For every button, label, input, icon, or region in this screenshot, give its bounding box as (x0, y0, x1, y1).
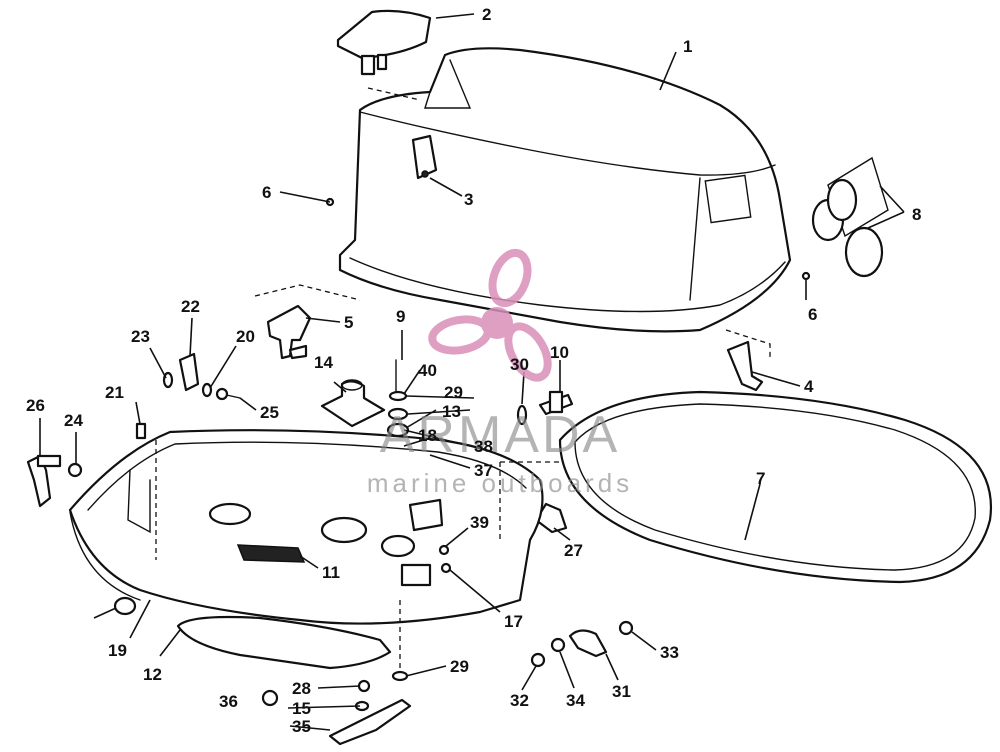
washer-24 (67, 462, 83, 478)
label-4: 4 (804, 377, 814, 396)
grommet (320, 379, 386, 428)
plug-36 (261, 689, 279, 707)
label-10: 10 (550, 343, 569, 362)
label-37: 37 (474, 461, 493, 480)
decal-set (811, 156, 889, 278)
label-2: 2 (482, 5, 491, 24)
screw-28 (357, 679, 371, 693)
armada-watermark: ARMADA marine outboards (367, 248, 633, 498)
label-7: 7 (756, 469, 765, 488)
leader-lines (39, 13, 905, 731)
label-34: 34 (566, 691, 585, 710)
label-6a: 6 (262, 183, 271, 202)
label-32: 32 (510, 691, 529, 710)
label-3: 3 (464, 190, 473, 209)
top-cap (336, 9, 432, 101)
label-9: 9 (396, 307, 405, 326)
label-12: 12 (143, 665, 162, 684)
callout-numbers: 1 2 3 4 5 6 6 7 8 9 10 11 12 13 14 15 17… (26, 5, 921, 736)
label-23: 23 (131, 327, 150, 346)
latch-lever (538, 390, 574, 416)
screw-6b (801, 271, 811, 281)
propeller-logo (428, 248, 552, 382)
label-30: 30 (510, 355, 529, 374)
label-24: 24 (64, 411, 83, 430)
label-5: 5 (344, 313, 353, 332)
latch-bracket (254, 284, 361, 360)
watermark-brand: ARMADA (380, 406, 620, 464)
label-29b: 29 (450, 657, 469, 676)
label-40: 40 (418, 361, 437, 380)
screw-34 (550, 637, 566, 653)
label-1: 1 (683, 37, 692, 56)
latch-31 (568, 629, 608, 658)
label-27: 27 (564, 541, 583, 560)
label-31: 31 (612, 682, 631, 701)
label-11: 11 (322, 563, 340, 582)
screw-39 (438, 544, 450, 556)
bottom-seal-plate (176, 615, 392, 670)
label-13: 13 (442, 402, 461, 421)
label-39: 39 (470, 513, 489, 532)
label-8: 8 (912, 205, 921, 224)
screw-21 (135, 422, 147, 440)
screw-33 (618, 620, 634, 636)
label-26: 26 (26, 396, 45, 415)
label-15: 15 (292, 699, 311, 718)
nut-32 (530, 652, 546, 668)
label-25: 25 (260, 403, 279, 422)
label-28: 28 (292, 679, 311, 698)
label-36: 36 (219, 692, 238, 711)
hook-22 (178, 352, 200, 392)
cover-seal (558, 390, 993, 584)
clip (534, 502, 568, 534)
label-18: 18 (418, 426, 437, 445)
washer-20 (201, 382, 213, 398)
top-engine-cover (338, 47, 792, 333)
bracket-35 (328, 698, 412, 746)
label-14: 14 (314, 353, 333, 372)
label-20: 20 (236, 327, 255, 346)
screw-17 (440, 562, 452, 574)
washer-29b (391, 670, 409, 682)
label-19: 19 (108, 641, 127, 660)
label-21: 21 (105, 383, 124, 402)
label-38: 38 (474, 437, 493, 456)
grommet-16 (113, 596, 137, 616)
label-33: 33 (660, 643, 679, 662)
label-6b: 6 (808, 305, 817, 324)
label-35: 35 (292, 717, 311, 736)
label-22: 22 (181, 297, 200, 316)
watermark-tagline: marine outboards (367, 468, 633, 498)
label-29a: 29 (444, 383, 463, 402)
label-17: 17 (504, 612, 523, 631)
lower-motor-cover (68, 429, 544, 625)
side-lever (26, 454, 62, 508)
rear-bracket (725, 329, 771, 392)
washer-30 (516, 404, 528, 426)
